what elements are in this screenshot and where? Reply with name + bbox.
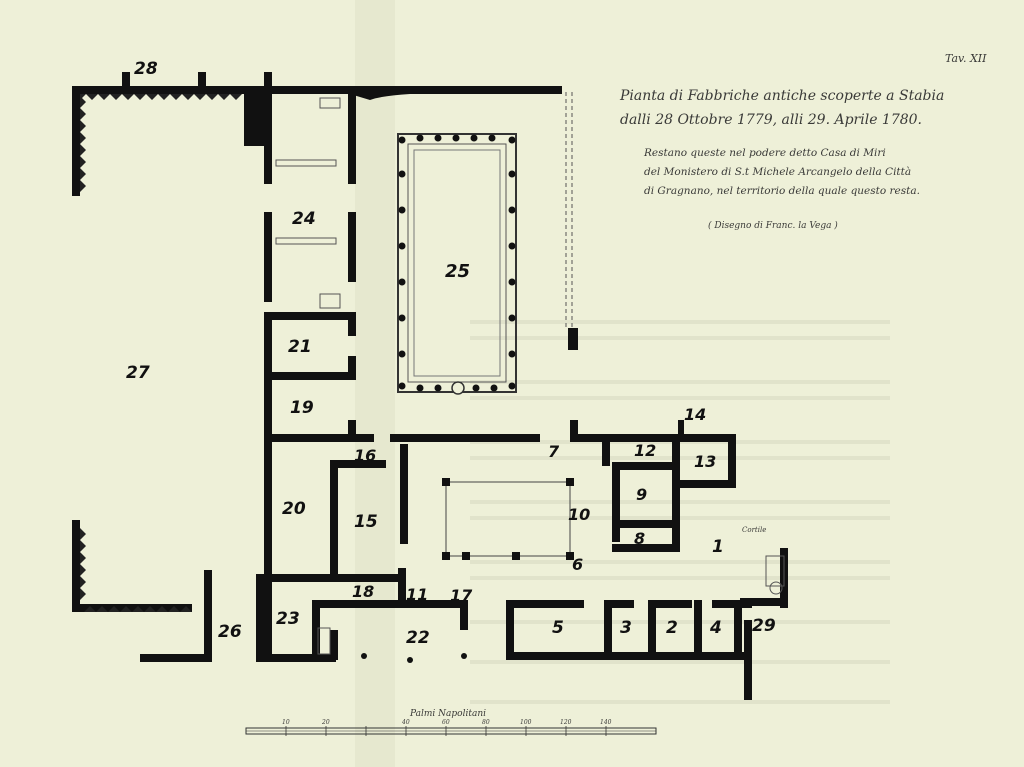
room-29: 29 — [752, 616, 776, 636]
plate-note-line2: del Monistero di S.t Michele Arcangelo d… — [644, 166, 911, 178]
book-gutter — [355, 0, 395, 767]
scale-tick: 100 — [520, 719, 532, 726]
plate-note-line1: Restano queste nel podere detto Casa di … — [643, 147, 886, 159]
fixtures — [275, 97, 785, 655]
room-12: 12 — [634, 441, 656, 460]
room-1: 1 — [712, 537, 724, 557]
scale-tick: 20 — [321, 719, 330, 726]
room-15: 15 — [354, 512, 378, 532]
plate-author: ( Disegno di Franc. la Vega ) — [708, 220, 838, 231]
scale-tick: 140 — [600, 719, 612, 726]
room-11: 11 — [406, 585, 428, 604]
room-22: 22 — [406, 628, 430, 648]
room-4: 4 — [709, 618, 722, 638]
room-19: 19 — [290, 398, 314, 418]
room-26: 26 — [218, 622, 242, 642]
room-5: 5 — [552, 618, 564, 638]
scale-tick: 40 — [401, 719, 410, 726]
plate-title-line1: Pianta di Fabbriche antiche scoperte a S… — [619, 88, 944, 104]
atrium — [442, 478, 574, 560]
room-16: 16 — [354, 446, 376, 465]
room-3: 3 — [620, 618, 632, 638]
scale-tick: 80 — [482, 719, 490, 726]
walls — [72, 72, 788, 700]
room-18: 18 — [352, 582, 374, 601]
room-17: 17 — [450, 586, 473, 605]
scale-tick: 60 — [442, 719, 450, 726]
room-7: 7 — [548, 442, 560, 461]
room-20: 20 — [282, 499, 306, 519]
plate-label: Tav. XII — [945, 52, 987, 65]
room-2: 2 — [666, 618, 678, 638]
peristyle — [397, 133, 517, 395]
cortile-label: Cortile — [742, 526, 766, 534]
scale-label: Palmi Napolitani — [409, 709, 486, 719]
room-25: 25 — [445, 261, 470, 282]
scale-bar: Palmi Napolitani 10 20 40 60 80 100 120 … — [245, 709, 657, 736]
scale-tick: 120 — [560, 719, 572, 726]
room-28: 28 — [134, 59, 158, 79]
room-9: 9 — [636, 485, 647, 504]
room-10: 10 — [568, 505, 590, 524]
plate-title-line2: dalli 28 Ottobre 1779, alli 29. Aprile 1… — [620, 112, 922, 128]
mosaic-border-top — [74, 94, 242, 100]
plate-note-line3: di Gragnano, nel territorio della quale … — [644, 185, 920, 197]
room-8: 8 — [634, 529, 645, 548]
room-13: 13 — [694, 452, 716, 471]
room-27: 27 — [126, 363, 150, 383]
room-14: 14 — [684, 405, 706, 424]
room-23: 23 — [276, 609, 300, 629]
room-labels: 28 24 25 27 21 19 14 16 7 12 13 9 20 15 … — [126, 59, 776, 648]
scale-tick: 10 — [282, 719, 290, 726]
room-24: 24 — [292, 209, 316, 229]
room-21: 21 — [288, 337, 312, 357]
room-6: 6 — [572, 555, 583, 574]
